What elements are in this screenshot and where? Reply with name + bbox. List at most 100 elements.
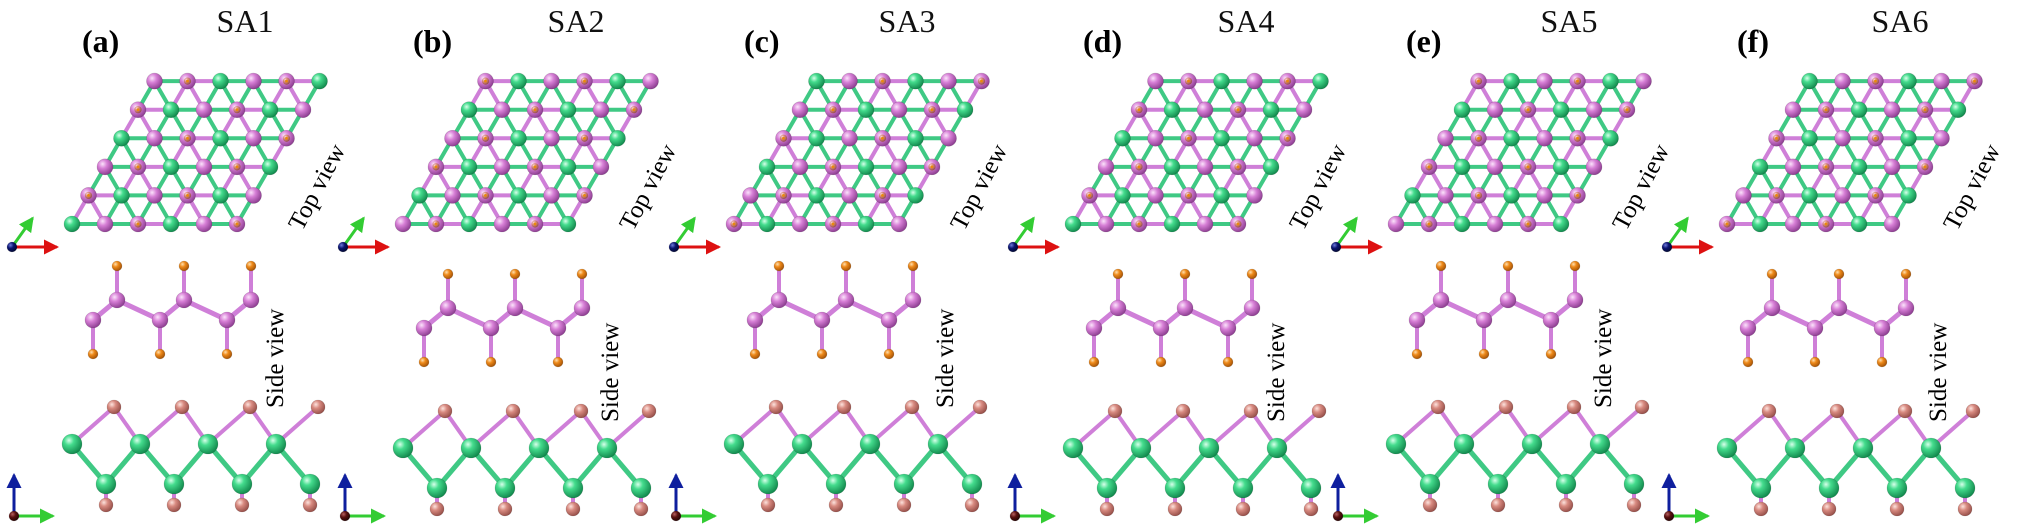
orange-atom-core bbox=[136, 222, 140, 226]
orange-atom-core bbox=[1625, 108, 1629, 112]
pink-atom bbox=[493, 158, 511, 176]
green-atom bbox=[1312, 72, 1329, 90]
pink-atom bbox=[1499, 291, 1517, 309]
green-atom bbox=[1801, 72, 1818, 90]
green-atom bbox=[1487, 473, 1509, 495]
salmon-atom bbox=[1430, 399, 1446, 415]
green-atom bbox=[129, 433, 151, 455]
green-atom bbox=[163, 473, 185, 495]
panel-title: SA1 bbox=[217, 3, 274, 39]
pink-atom bbox=[791, 158, 809, 176]
salmon-atom bbox=[1965, 403, 1981, 419]
green-atom bbox=[1850, 215, 1868, 233]
orange-atom bbox=[749, 348, 761, 360]
pink-atom bbox=[1635, 72, 1652, 90]
salmon-atom bbox=[429, 501, 445, 517]
orange-atom-core bbox=[1236, 108, 1240, 112]
green-atom bbox=[265, 433, 287, 455]
green-atom bbox=[857, 215, 875, 233]
orange-atom bbox=[1833, 268, 1845, 280]
pink-atom bbox=[444, 187, 461, 204]
pink-atom bbox=[791, 215, 809, 233]
green-atom bbox=[1850, 101, 1868, 118]
salmon-atom bbox=[904, 399, 920, 415]
pink-atom bbox=[841, 187, 858, 204]
green-atom bbox=[1716, 437, 1738, 459]
green-atom bbox=[758, 215, 776, 233]
pink-atom bbox=[493, 101, 511, 118]
green-atom bbox=[510, 129, 527, 147]
salmon-atom bbox=[1957, 501, 1973, 517]
axis-arrow-y bbox=[672, 216, 696, 249]
axis-origin-atom bbox=[670, 510, 682, 522]
salmon-atom bbox=[1626, 497, 1642, 513]
orange-atom bbox=[840, 260, 852, 272]
axis-origin-atom bbox=[8, 510, 20, 522]
pink-atom bbox=[1739, 319, 1757, 337]
green-atom bbox=[1163, 215, 1181, 233]
green-atom bbox=[1064, 215, 1082, 233]
pink-atom bbox=[890, 158, 908, 176]
green-atom bbox=[1552, 101, 1570, 118]
pink-atom bbox=[1486, 158, 1504, 176]
green-atom bbox=[907, 72, 924, 90]
green-atom bbox=[1453, 215, 1471, 233]
top-view-label: Top view bbox=[1607, 140, 1675, 235]
pink-atom bbox=[245, 129, 262, 147]
salmon-atom bbox=[1235, 501, 1251, 517]
green-atom bbox=[1163, 158, 1181, 176]
pink-atom bbox=[1883, 215, 1901, 233]
pink-atom bbox=[592, 101, 610, 118]
green-atom bbox=[808, 129, 825, 147]
pink-atom bbox=[1585, 101, 1603, 118]
green-atom bbox=[231, 473, 253, 495]
orange-atom-core bbox=[1526, 108, 1530, 112]
pink-atom bbox=[1883, 158, 1901, 176]
pink-atom bbox=[1097, 158, 1115, 176]
axis-origin-atom bbox=[6, 241, 18, 253]
orange-atom bbox=[1900, 268, 1912, 280]
orange-atom-core bbox=[583, 79, 586, 83]
orange-atom-core bbox=[186, 136, 189, 140]
pink-atom bbox=[415, 319, 433, 337]
side-view-label: Side view bbox=[1925, 323, 1952, 422]
orange-atom bbox=[1502, 260, 1514, 272]
orange-atom-core bbox=[1775, 193, 1778, 197]
orange-atom-core bbox=[186, 79, 189, 83]
orange-atom-core bbox=[1088, 193, 1091, 197]
pink-atom bbox=[218, 311, 236, 329]
salmon-atom bbox=[1099, 501, 1115, 517]
green-atom bbox=[1503, 187, 1520, 204]
salmon-atom bbox=[972, 399, 988, 415]
pink-atom bbox=[1219, 319, 1237, 337]
panel-title: SA4 bbox=[1218, 3, 1275, 39]
salmon-atom bbox=[573, 403, 589, 419]
green-atom bbox=[907, 129, 924, 147]
orange-atom-core bbox=[1477, 136, 1480, 140]
axis-origin-atom bbox=[1332, 510, 1344, 522]
green-atom bbox=[63, 215, 81, 233]
green-atom bbox=[460, 158, 478, 176]
orange-atom bbox=[1179, 268, 1191, 280]
pink-atom bbox=[543, 72, 560, 90]
orange-atom-core bbox=[1187, 193, 1190, 197]
orange-atom-core bbox=[186, 193, 189, 197]
orange-atom bbox=[111, 260, 123, 272]
green-atom bbox=[1751, 215, 1769, 233]
green-atom bbox=[426, 477, 448, 499]
green-atom bbox=[808, 187, 825, 204]
orange-atom-core bbox=[881, 193, 884, 197]
salmon-atom bbox=[1821, 501, 1837, 517]
salmon-atom bbox=[106, 399, 122, 415]
salmon-atom bbox=[633, 501, 649, 517]
green-atom bbox=[162, 101, 180, 118]
pink-atom bbox=[195, 158, 213, 176]
pink-atom bbox=[1542, 311, 1560, 329]
orange-atom bbox=[178, 260, 190, 272]
pink-atom bbox=[813, 311, 831, 329]
green-atom bbox=[907, 187, 924, 204]
green-atom bbox=[494, 477, 516, 499]
pink-atom bbox=[1295, 101, 1313, 118]
